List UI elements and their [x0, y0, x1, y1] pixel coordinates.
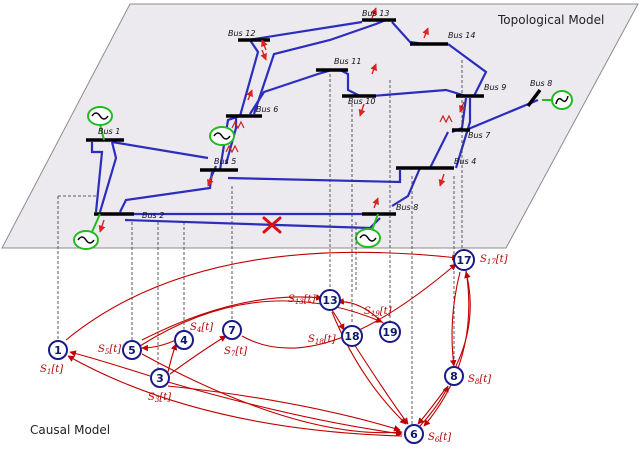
- edge-3-4: [167, 343, 178, 373]
- node-5-number: 5: [128, 344, 136, 357]
- node-8: 8 S8[t]: [444, 366, 491, 386]
- edge-5-13: [141, 294, 323, 341]
- causal-edges: [65, 251, 471, 437]
- node-8-label: S8[t]: [468, 374, 491, 386]
- load-arrows: [98, 7, 466, 233]
- bus5-label: Bus 5: [214, 157, 236, 166]
- generator-bus6: [209, 126, 235, 146]
- bus1-label: Bus 1: [98, 127, 120, 136]
- edge-17-6: [423, 269, 470, 427]
- edge-3-7: [169, 335, 227, 375]
- generator-bus8: [542, 90, 573, 110]
- bus9-label: Bus 9: [484, 83, 506, 92]
- edge-4-5: [141, 339, 177, 352]
- edge-7-17: [241, 263, 457, 349]
- node-19-number: 19: [382, 326, 397, 339]
- node-17-label: S17[t]: [480, 254, 508, 266]
- node-8-number: 8: [450, 370, 458, 383]
- causal-model-title: Causal Model: [30, 423, 110, 437]
- node-17-number: 17: [456, 254, 471, 267]
- transformer-bus7-bus9: [439, 114, 453, 124]
- generator-bus1: [87, 106, 113, 141]
- edge-13-18: [331, 309, 345, 331]
- bus10-label: Bus 10: [348, 97, 375, 106]
- node-1-number: 1: [54, 344, 62, 357]
- node-19: 19 S19[t]: [364, 306, 401, 343]
- bus11-label: Bus 11: [334, 57, 361, 66]
- bus8-right-bar: [526, 88, 542, 108]
- generators: [73, 90, 573, 250]
- node-13: 13 S13[t]: [288, 289, 341, 311]
- node-1: 1 S1[t]: [40, 340, 68, 376]
- generator-bus2: [73, 213, 101, 250]
- edge-5-19: [139, 300, 383, 347]
- topological-model-title: Topological Model: [497, 13, 604, 27]
- node-3: 3 S3[t]: [148, 368, 171, 404]
- node-18-number: 18: [344, 330, 359, 343]
- transformers: [225, 114, 453, 154]
- bus14-label: Bus 14: [448, 31, 475, 40]
- node-5: 5 S5[t]: [98, 340, 142, 360]
- transformer-bus5-bus6: [231, 120, 245, 130]
- node-7-label: S7[t]: [224, 346, 247, 358]
- edge-3-6b: [167, 385, 401, 432]
- node-4: 4 S4[t]: [174, 322, 213, 350]
- node-17: 17 S17[t]: [453, 249, 508, 271]
- edge-8-17: [455, 271, 471, 367]
- node-6-number: 6: [410, 428, 418, 441]
- bus13-label: Bus 13: [362, 9, 389, 18]
- edge-13-6: [331, 311, 407, 425]
- node-7: 7 S7[t]: [222, 320, 247, 358]
- edge-3-6: [167, 381, 403, 437]
- node-13-number: 13: [322, 294, 337, 307]
- bus8-right-label: Bus 8: [530, 79, 552, 88]
- node-4-label: S4[t]: [190, 322, 213, 334]
- node-13-label: S13[t]: [288, 294, 316, 306]
- bus12-label: Bus 12: [228, 29, 255, 38]
- node-18-label: S18[t]: [308, 334, 336, 346]
- transformer-bus5: [225, 144, 239, 154]
- bus4-label: Bus 4: [454, 157, 476, 166]
- node-6: 6 S6[t]: [404, 424, 451, 444]
- fault-x-icon: [262, 216, 282, 234]
- bus7-label: Bus 7: [468, 131, 491, 140]
- edge-18-6: [353, 343, 409, 425]
- node-7-number: 7: [228, 324, 236, 337]
- bus-labels: Bus 1 Bus 2 Bus 5 Bus 6 Bus 12 Bus 13 Bu…: [98, 9, 552, 220]
- bus2-label: Bus 2: [142, 211, 164, 220]
- bus6-label: Bus 6: [256, 105, 278, 114]
- bus3-label: Bus 8: [396, 203, 418, 212]
- edge-3-1: [69, 350, 151, 377]
- node-4-number: 4: [180, 334, 188, 347]
- node-6-label: S6[t]: [428, 432, 451, 444]
- edge-19-13: [337, 298, 385, 325]
- edge-6-8: [419, 385, 449, 427]
- edge-17-8: [449, 271, 461, 367]
- node-1-label: S1[t]: [40, 364, 63, 376]
- node-5-label: S5[t]: [98, 344, 121, 356]
- node-3-number: 3: [156, 372, 164, 385]
- node-18: 18 S18[t]: [308, 325, 363, 347]
- projection-lines: [57, 60, 463, 426]
- edge-1-17: [65, 251, 459, 341]
- topological-plane: [1, 3, 639, 249]
- edge-6-1: [67, 355, 403, 437]
- node-3-label: S3[t]: [148, 392, 171, 404]
- edge-5-6: [141, 353, 403, 436]
- bus-bars: [86, 18, 542, 216]
- causal-nodes: 1 S1[t] 3 S3[t] 4 S4[t] 5 S5[t] 6 S6[t] …: [40, 249, 508, 444]
- node-19-label: S19[t]: [364, 306, 392, 318]
- edge-8-6: [417, 387, 447, 425]
